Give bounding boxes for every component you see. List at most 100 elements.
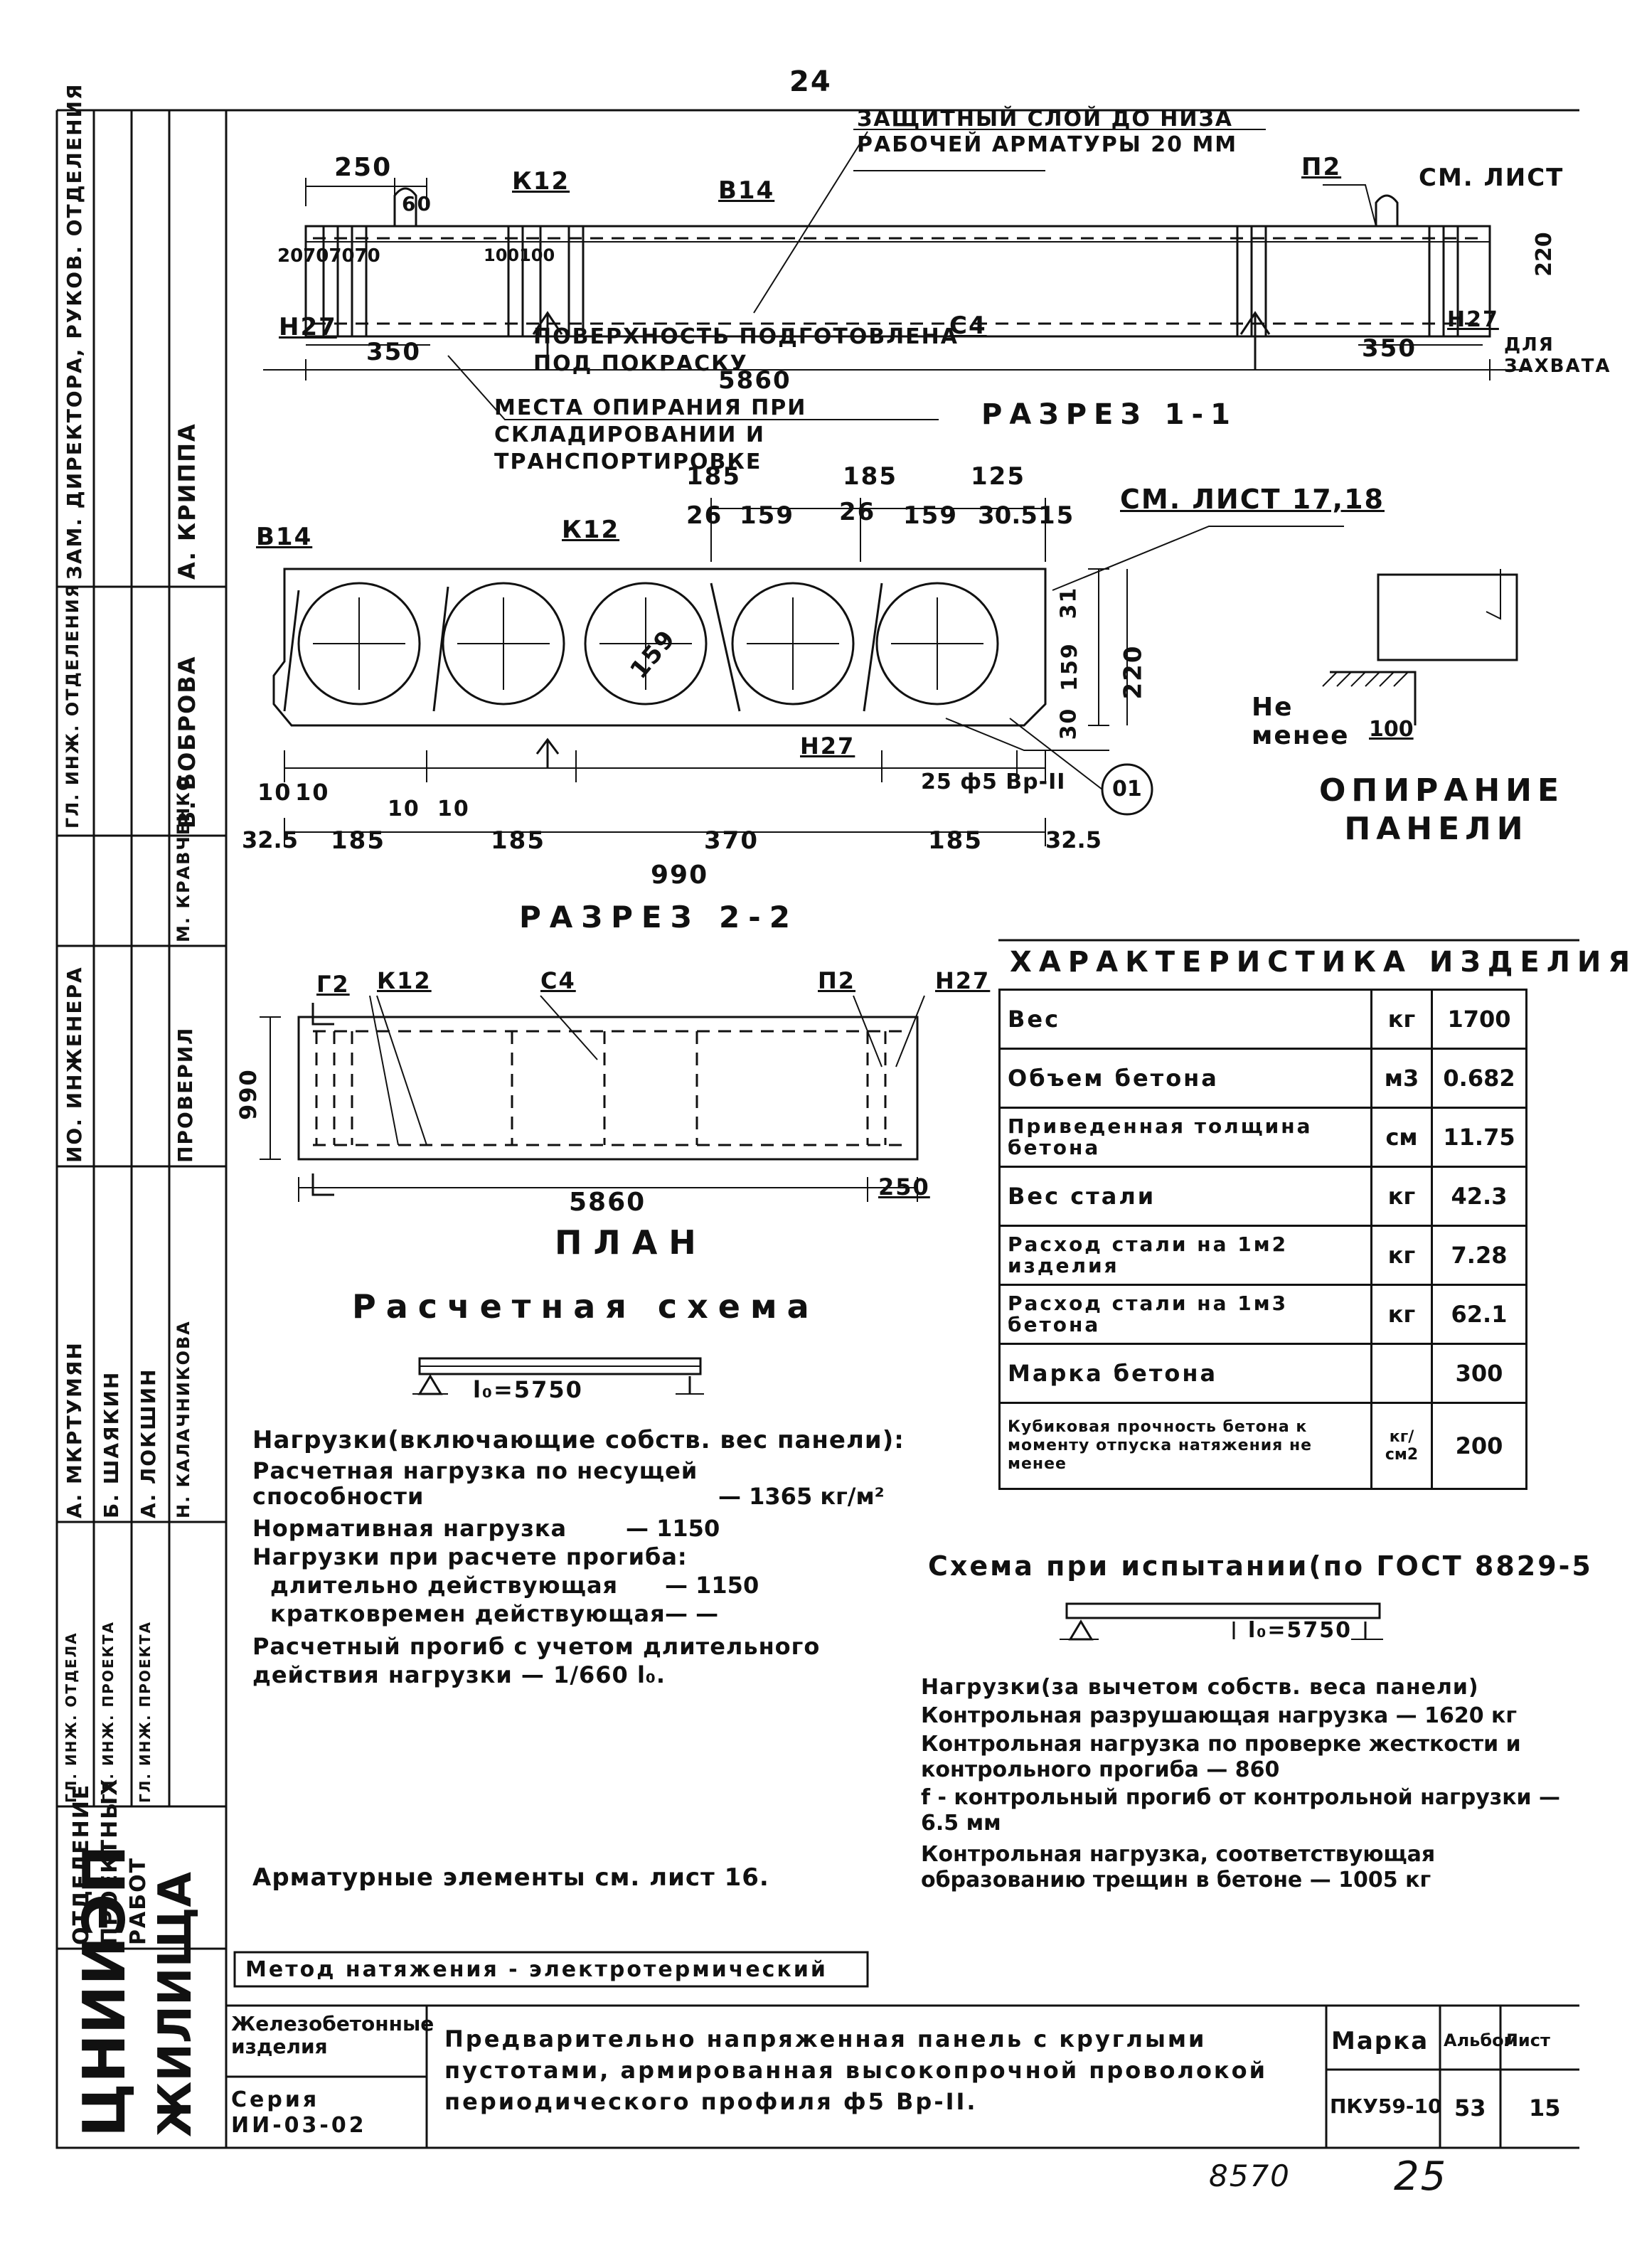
dim-bot-10c: 10 xyxy=(388,797,420,821)
dim-bot-10b: 10 xyxy=(295,779,330,806)
plan-length-5860: 5860 xyxy=(569,1188,646,1217)
dim-bot-10a: 10 xyxy=(257,779,292,806)
char-value: 1700 xyxy=(1431,989,1527,1050)
test-scheme-title: Схема при испытании(по ГОСТ 8829-5 xyxy=(928,1550,1593,1582)
plan-end-250: 250 xyxy=(878,1173,930,1200)
dim-right-31: 31 xyxy=(1056,586,1082,619)
char-unit: кг xyxy=(1370,989,1433,1050)
dim-100100: 100100 xyxy=(484,245,555,265)
dim-bot-10d: 10 xyxy=(437,797,470,821)
dim-right-30: 30 xyxy=(1056,707,1082,740)
char-name: Приведенная толщина бетона xyxy=(998,1107,1372,1168)
label-p2: П2 xyxy=(1301,153,1342,181)
dim-bot-325b: 32.5 xyxy=(1045,826,1102,853)
dim-bot-370: 370 xyxy=(704,826,759,855)
stamp-name-7: Н. КАЛАЧНИКОВА xyxy=(174,1320,193,1518)
char-name: Кубиковая прочность бетона к моменту отп… xyxy=(998,1402,1372,1490)
calc-line-1-value: — 1365 кг/м² xyxy=(718,1483,885,1510)
section-1-1-title: РАЗРЕЗ 1-1 xyxy=(981,398,1237,431)
dim-2070: 20707070 xyxy=(277,245,380,267)
stamp-role-6: ИО. ИНЖЕНЕРА xyxy=(63,966,86,1163)
char-unit: кг xyxy=(1370,1166,1433,1227)
note-support: МЕСТА ОПИРАНИЯ ПРИ СКЛАДИРОВАНИИ И ТРАНС… xyxy=(494,395,807,474)
page-number: 24 xyxy=(789,65,832,98)
label-b14-22: В14 xyxy=(256,523,313,551)
label-k12-22: К12 xyxy=(562,516,620,544)
institute-line1: ЦНИИЭП xyxy=(71,1845,139,2137)
calc-line-5-value: — — xyxy=(665,1600,719,1627)
plan-label-c4: С4 xyxy=(540,967,576,994)
char-value: 42.3 xyxy=(1431,1166,1527,1227)
tb-description: Предварительно напряженная панель с круг… xyxy=(444,2025,1268,2115)
label-h27-left: Н27 xyxy=(279,313,337,341)
label-h27-right: Н27 xyxy=(1447,307,1499,332)
plan-mark-g2: Г2 xyxy=(316,971,350,998)
stamp-name-6: А. ЛОКШИН xyxy=(137,1368,160,1518)
tb-sheet: 15 xyxy=(1529,2094,1561,2121)
tb-mark-label: Марка xyxy=(1331,2027,1429,2055)
stamp-role-4: ГЛ. ИНЖ. ПРОЕКТА xyxy=(100,1621,117,1803)
calc-line-2-value: — 1150 xyxy=(626,1515,720,1542)
table-row: Кубиковая прочность бетона к моменту отп… xyxy=(998,1402,1527,1490)
note-see-sheet: СМ. ЛИСТ xyxy=(1419,164,1564,192)
characteristics-title: ХАРАКТЕРИСТИКА ИЗДЕЛИЯ xyxy=(1010,946,1637,979)
stamp-role-2: ГЛ. ИНЖ. ОТДЕЛЕНИЯ xyxy=(63,582,82,829)
rebar-note: Арматурные элементы см. лист 16. xyxy=(252,1863,769,1892)
note-cover: ЗАЩИТНЫЙ СЛОЙ ДО НИЗА РАБОЧЕЙ АРМАТУРЫ 2… xyxy=(857,107,1238,157)
char-name: Объем бетона xyxy=(998,1048,1372,1109)
tb-mark: ПКУ59-10 xyxy=(1330,2094,1442,2118)
plan-label-p2: П2 xyxy=(818,967,856,994)
dim-350-left: 350 xyxy=(366,338,421,366)
calc-line-4: длительно действующая xyxy=(270,1572,619,1599)
dim-60: 60 xyxy=(402,192,432,215)
char-unit: см xyxy=(1370,1107,1433,1168)
char-unit: м3 xyxy=(1370,1048,1433,1109)
char-unit: кг xyxy=(1370,1225,1433,1286)
dim-top-159b: 159 xyxy=(903,501,958,530)
rebar-spec: 25 ф5 Вр-II xyxy=(921,770,1066,794)
char-unit: кг xyxy=(1370,1284,1433,1345)
char-value: 0.682 xyxy=(1431,1048,1527,1109)
calc-scheme-title: Расчетная схема xyxy=(352,1287,819,1326)
char-unit xyxy=(1370,1343,1433,1404)
calc-scheme-span: l₀=5750 xyxy=(473,1376,583,1403)
note-grip: ДЛЯ ЗАХВАТА xyxy=(1504,334,1611,377)
calc-line-3: Нагрузки при расчете прогиба: xyxy=(252,1543,688,1570)
note-see-sheet-17-18: СМ. ЛИСТ 17,18 xyxy=(1120,484,1385,515)
dim-250: 250 xyxy=(334,153,393,182)
dim-5860: 5860 xyxy=(718,366,791,395)
dim-bot-325a: 32.5 xyxy=(242,826,298,853)
plan-title: ПЛАН xyxy=(555,1223,708,1262)
char-value: 200 xyxy=(1431,1402,1527,1490)
dim-top-185b: 185 xyxy=(843,462,897,491)
plan-label-h27: Н27 xyxy=(935,967,991,994)
calc-line-1: Расчетная нагрузка по несущей способност… xyxy=(252,1457,698,1510)
section-2-2-title: РАЗРЕЗ 2-2 xyxy=(519,900,799,935)
test-line-4: Контрольная нагрузка, соответствующая об… xyxy=(921,1842,1436,1892)
support-title: ОПИРАНИЕ ПАНЕЛИ xyxy=(1319,772,1565,847)
char-value: 11.75 xyxy=(1431,1107,1527,1168)
support-dim-100: 100 xyxy=(1369,717,1414,742)
tb-sheet-label: Лист xyxy=(1504,2030,1550,2050)
calc-line-5: кратковремен действующая xyxy=(270,1600,666,1627)
stamp-name-3: М. КРАВЧЕНКО xyxy=(174,774,193,942)
dim-350-right: 350 xyxy=(1362,334,1417,363)
dim-right-220: 220 xyxy=(1119,644,1148,700)
char-value: 300 xyxy=(1431,1343,1527,1404)
test-line-3: f - контрольный прогиб от контрольной на… xyxy=(921,1785,1561,1836)
calc-loads-header: Нагрузки(включающие собств. вес панели): xyxy=(252,1426,905,1454)
dim-top-125: 125 xyxy=(971,462,1025,491)
tb-album: 53 xyxy=(1454,2094,1486,2121)
dim-bot-185c: 185 xyxy=(928,826,983,855)
stamp-name-5: Б. ШАЯКИН xyxy=(100,1370,123,1518)
test-loads-header: Нагрузки(за вычетом собств. веса панели) xyxy=(921,1675,1479,1700)
note-surface: ПОВЕРХНОСТЬ ПОДГОТОВЛЕНА ПОД ПОКРАСКУ xyxy=(533,324,959,376)
tb-series: Серия ИИ-03-02 xyxy=(231,2087,367,2138)
